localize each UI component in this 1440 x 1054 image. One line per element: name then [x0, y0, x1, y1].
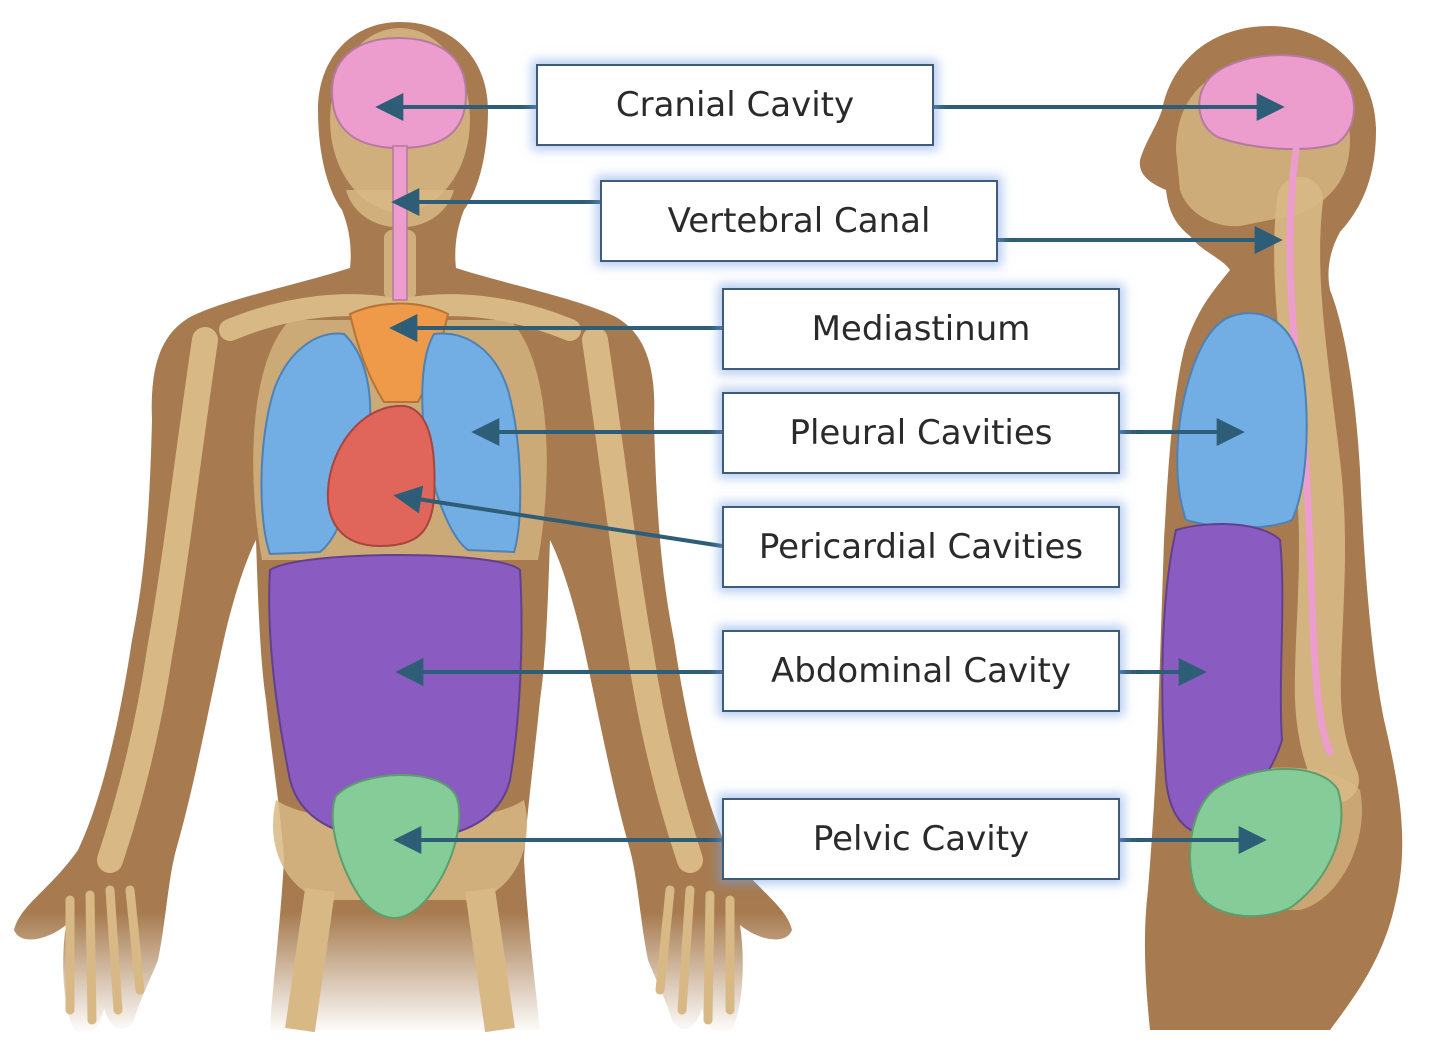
side-view-figure: [1139, 26, 1403, 1030]
front-right-arm-bone: [582, 327, 703, 873]
label-cranial-cavity: Cranial Cavity: [536, 64, 934, 146]
front-cranial-cavity: [330, 36, 468, 150]
front-right-leg-bone: [465, 887, 515, 1033]
label-vertebral-canal: Vertebral Canal: [600, 180, 998, 262]
label-pericardial-cavities: Pericardial Cavities: [722, 506, 1120, 588]
label-mediastinum: Mediastinum: [722, 288, 1120, 370]
side-vertebral-canal: [1286, 146, 1334, 756]
side-cranial-cavity: [1198, 54, 1355, 151]
pointer-arrows: [375, 93, 1285, 854]
front-right-hand-bones: [655, 885, 735, 1025]
front-abdominal-cavity: [268, 554, 523, 837]
label-pleural-cavities: Pleural Cavities: [722, 392, 1120, 474]
arrow-pericardial-front: [393, 485, 723, 548]
label-pelvic-cavity: Pelvic Cavity: [722, 798, 1120, 880]
front-view-figure: [14, 22, 792, 1034]
front-left-leg-bone: [285, 887, 335, 1033]
front-vertebral-canal: [392, 145, 408, 301]
front-left-hand-bones: [65, 885, 145, 1025]
label-abdominal-cavity: Abdominal Cavity: [722, 630, 1120, 712]
front-left-arm-bone: [97, 327, 218, 873]
